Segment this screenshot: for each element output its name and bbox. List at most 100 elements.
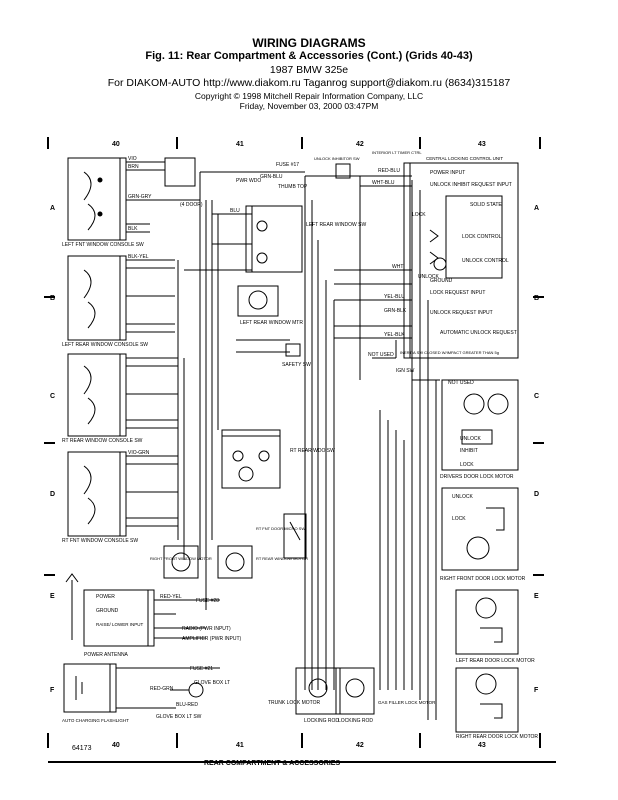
rt-rear-wdo-sw-label: RT REAR WDO SW	[290, 448, 335, 454]
thumb-top-label: THUMB TOP	[278, 184, 308, 190]
left-fnt-window-console-switch	[67, 157, 200, 241]
drivers-lock-label: LOCK	[460, 462, 474, 468]
vehicle-line: 1987 BMW 325e	[269, 64, 349, 76]
unlock-inhibitor-switch	[335, 163, 351, 179]
left-rear-console-label: LEFT REAR WINDOW CONSOLE SW	[62, 342, 148, 348]
row-label-right-e: E	[534, 593, 539, 600]
trunk-lock-motor	[295, 667, 341, 715]
left-rear-door-lock-label: LEFT REAR DOOR LOCK MOTOR	[456, 658, 535, 664]
footer-banner: REAR COMPARTMENT & ACCESSORIES	[204, 760, 340, 767]
col-label-top-41: 41	[236, 141, 244, 148]
col-label-top-42: 42	[356, 141, 364, 148]
row-label-left-c: C	[50, 393, 55, 400]
right-front-wdo-mtr-label: RIGHT FRONT WINDOW MOTOR	[150, 556, 212, 561]
right-front-door-lock-label: RIGHT FRONT DOOR LOCK MOTOR	[440, 576, 526, 582]
drivers-door-lock-motor	[441, 379, 519, 471]
antenna-power-label: POWER	[96, 594, 115, 600]
inertia-switch	[372, 340, 440, 381]
ccu-solid-state: SOLID STATE	[470, 202, 502, 208]
power-antenna-label: POWER ANTENNA	[84, 652, 129, 658]
ign-switch-label: IGN SW	[396, 368, 415, 374]
rt-fnt-door-micro-switch	[283, 513, 307, 559]
wire-brn: BRN	[128, 164, 139, 170]
rt-rear-wdo-mtr-label: RT REAR WINDOW MOTOR	[256, 556, 308, 561]
row-label-left-f: F	[50, 687, 55, 694]
ccu-unlock-control: UNLOCK CONTROL	[462, 258, 509, 264]
fuse-28-label: FUSE #28	[196, 598, 219, 604]
locking-rod-label-2: LOCKING ROD	[338, 718, 373, 724]
radio-label: RADIO (PWR INPUT)	[182, 626, 231, 632]
four-door-label: (4 DOOR)	[180, 202, 203, 208]
figure-title: Fig. 11: Rear Compartment & Accessories …	[145, 50, 473, 62]
rt-rear-console-label: RT REAR WINDOW CONSOLE SW	[62, 438, 143, 444]
drivers-door-not-used: NOT USED	[448, 380, 474, 386]
drivers-inhibit-label: INHIBIT	[460, 448, 478, 454]
glove-box-lt-sw-label: GLOVE BOX LT SW	[156, 714, 202, 720]
left-rear-wdo-sw-label: LEFT REAR WINDOW SW	[306, 222, 366, 228]
inertia-switch-label: INERTIA SW CLOSED W/IMPACT GREATER THAN …	[400, 350, 499, 355]
col-label-bottom-43: 43	[478, 742, 486, 749]
not-used-label: NOT USED	[368, 352, 394, 358]
wire-grn-gry: GRN-GRY	[128, 194, 152, 200]
glove-box-lt-label: GLOVE BOX LT	[194, 680, 230, 686]
wire-wht: WHT	[392, 264, 403, 270]
col-label-bottom-42: 42	[356, 742, 364, 749]
row-label-left-d: D	[50, 491, 55, 498]
left-rear-door-lock-motor	[455, 589, 519, 655]
wire-blk: BLK	[128, 226, 138, 232]
wire-wht-blu: WHT-BLU	[372, 180, 395, 186]
right-rear-door-lock-motor	[455, 667, 519, 733]
interior-lt-label: INTERIOR LT TIMER CTRL	[372, 150, 422, 155]
ccu-lock-request: LOCK REQUEST INPUT	[430, 290, 485, 296]
power-antenna	[65, 573, 220, 647]
rt-fnt-console-label: RT FNT WINDOW CONSOLE SW	[62, 538, 138, 544]
ccu-pin-inhibit: UNLOCK INHIBIT REQUEST INPUT	[430, 182, 512, 188]
rf-lock-label: LOCK	[452, 516, 466, 522]
right-front-window-motor	[163, 545, 199, 579]
drivers-door-lock-label: DRIVERS DOOR LOCK MOTOR	[440, 474, 514, 480]
left-rear-window-console-switch	[67, 255, 175, 341]
drivers-unlock-label: UNLOCK	[460, 436, 482, 442]
ccu-pin-power: POWER INPUT	[430, 170, 465, 176]
unlock-inhibitor-label: UNLOCK INHIBITOR SW	[314, 156, 360, 161]
wire-yel-blu: YEL-BLU	[384, 294, 405, 300]
left-rear-window-switch-box	[237, 205, 303, 317]
gas-filler-lock-motor	[335, 667, 375, 715]
wire-blu-red: BLU-RED	[176, 702, 198, 708]
row-label-left-a: A	[50, 205, 55, 212]
rt-rear-window-motor	[217, 545, 253, 579]
rt-fnt-door-micro-label: RT FNT DOOR MICRO SW	[256, 526, 305, 531]
auto-charging-flashlight	[63, 663, 220, 713]
row-label-right-c: C	[534, 393, 539, 400]
right-rear-door-lock-label: RIGHT REAR DOOR LOCK MOTOR	[456, 734, 538, 740]
wire-red-grn: RED-GRN	[150, 686, 174, 692]
rt-rear-window-console-switch	[67, 353, 178, 437]
right-front-door-lock-motor	[441, 487, 519, 571]
wire-grn-blu: GRN-BLU	[260, 174, 283, 180]
col-label-bottom-41: 41	[236, 742, 244, 749]
ccu-title: CENTRAL LOCKING CONTROL UNIT	[426, 156, 503, 161]
col-label-top-43: 43	[478, 141, 486, 148]
wire-grn-blk: GRN-BLK	[384, 308, 407, 314]
antenna-ground-label: GROUND	[96, 608, 119, 614]
pwr-wdo-label: PWR WDO	[236, 178, 261, 184]
safety-switch-label: SAFETY SW	[282, 362, 311, 368]
amplifier-label: AMPLIFIER (PWR INPUT)	[182, 636, 242, 642]
wire-blu: BLU	[230, 208, 240, 214]
left-fnt-console-label: LEFT FNT WINDOW CONSOLE SW	[62, 242, 144, 248]
row-label-left-b: B	[50, 295, 55, 302]
ccu-ground: GROUND	[430, 278, 453, 284]
ccu-lock-label: LOCK	[412, 212, 426, 218]
rt-rear-wdo-switch-box	[221, 429, 281, 489]
auto-flashlight-label: AUTO CHARGING FLASHLIGHT	[62, 718, 129, 723]
ccu-auto-unlock: AUTOMATIC UNLOCK REQUEST	[440, 330, 517, 336]
trunk-lock-label: TRUNK LOCK MOTOR	[268, 700, 321, 706]
locking-rod-label-1: LOCKING ROD	[304, 718, 339, 724]
wire-vio: VIO	[128, 156, 137, 162]
fuse-21-label: FUSE #21	[190, 666, 213, 672]
col-label-bottom-40: 40	[112, 742, 120, 749]
wire-blk-yel: BLK-YEL	[128, 254, 149, 260]
ccu-lock-control: LOCK CONTROL	[462, 234, 502, 240]
gas-filler-label: GAS FILLER LOCK MOTOR	[378, 700, 436, 705]
